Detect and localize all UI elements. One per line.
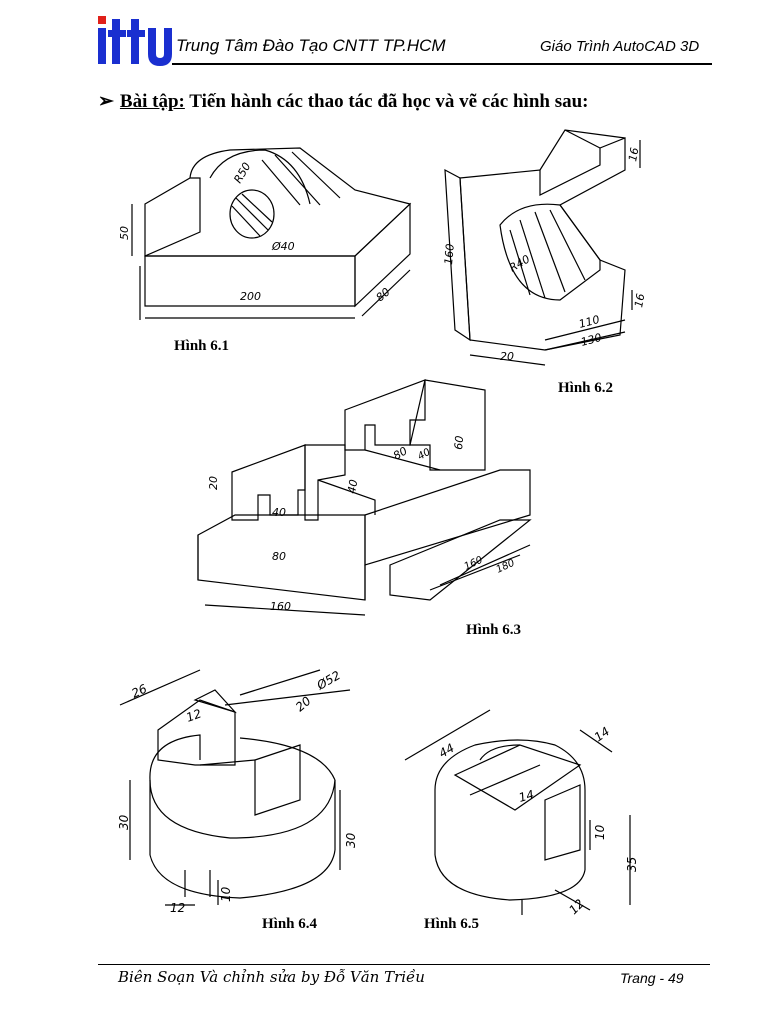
dim-label: 12 [184, 706, 203, 724]
dim-label: Ø52 [314, 668, 343, 693]
dim-label: 20 [500, 350, 514, 363]
figure-6-3-caption: Hình 6.3 [466, 622, 522, 638]
dim-label: 130 [579, 331, 603, 349]
figure-6-3-drawing: 20 40 40 80 80 40 60 160 160 180 [197, 379, 532, 616]
figure-6-4-caption: Hình 6.4 [262, 916, 318, 932]
figure-6-2-drawing: 16 160 R40 16 110 130 20 [442, 129, 647, 366]
dim-label: 200 [240, 290, 261, 303]
footer-author: Biên Soạn Và chỉnh sửa by Đỗ Văn Triều [118, 968, 425, 986]
exercise-text: Tiến hành các thao tác đã học và vẽ các … [189, 91, 589, 112]
dim-label: 16 [632, 292, 647, 308]
header-title: Trung Tâm Đào Tạo CNTT TP.HCM [176, 36, 446, 55]
dim-label: 44 [437, 741, 457, 761]
dim-label: 30 [117, 814, 131, 830]
page-number: Trang - 49 [620, 970, 684, 986]
header-rule [172, 63, 712, 65]
figure-6-1-drawing: R50 Ø40 50 200 80 [120, 147, 412, 320]
dim-label: 80 [391, 444, 410, 462]
figure-6-5-drawing: 44 14 14 10 35 12 [404, 709, 639, 917]
dim-label: 10 [219, 886, 233, 902]
exercise-label: Bài tập: [119, 91, 185, 112]
dim-label: 35 [625, 857, 639, 872]
figure-6-4-drawing: 26 12 20 Ø52 30 30 12 10 [117, 668, 358, 915]
dim-label: 12 [170, 901, 185, 915]
dim-label: 20 [207, 476, 220, 490]
figure-6-2-caption: Hình 6.2 [558, 380, 614, 396]
arrow-bullet-icon: ➢ [98, 91, 114, 112]
figure-6-1-caption: Hình 6.1 [174, 338, 230, 354]
dim-label: 40 [272, 506, 286, 519]
dim-label: 14 [592, 724, 613, 744]
dim-label: 160 [442, 243, 457, 265]
dim-label: 60 [452, 435, 466, 450]
dim-label: 14 [517, 787, 535, 804]
header-course: Giáo Trình AutoCAD 3D [540, 38, 700, 55]
footer-rule [98, 964, 710, 965]
dim-label: 80 [272, 550, 286, 563]
dim-label: R40 [507, 253, 532, 275]
dim-label: 26 [129, 681, 149, 700]
dim-label: 160 [270, 600, 291, 613]
dim-label: 30 [344, 832, 358, 848]
dim-label: 50 [120, 226, 131, 240]
dim-label: Ø40 [271, 240, 295, 253]
dim-label: 110 [577, 313, 601, 331]
exercise-heading: ➢Bài tập: Tiến hành các thao tác đã học … [98, 90, 589, 113]
itti-logo [96, 16, 172, 66]
figure-6-5-caption: Hình 6.5 [424, 916, 480, 932]
dim-label: R50 [231, 160, 253, 185]
dim-label: 10 [593, 824, 607, 840]
dim-label: 12 [566, 896, 587, 917]
dim-label: 40 [345, 478, 360, 494]
dim-label: 16 [626, 146, 641, 162]
dim-label: 180 [495, 558, 517, 576]
